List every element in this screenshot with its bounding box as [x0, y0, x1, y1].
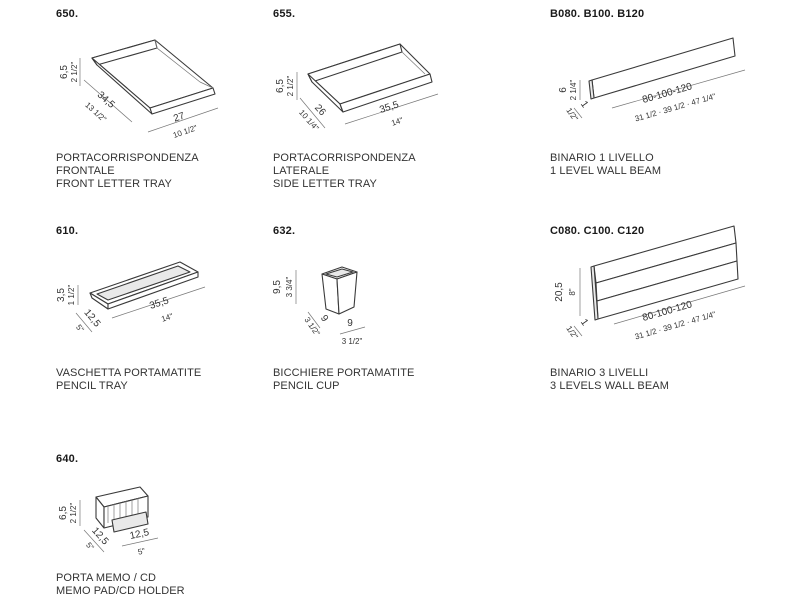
dim-line-width — [613, 285, 746, 325]
pencil-cup-opening — [325, 268, 354, 278]
dim-line-width — [147, 107, 219, 133]
caption-650: PORTACORRISPONDENZA FRONTALE FRONT LETTE… — [56, 152, 199, 191]
tray-650-inner-edge — [154, 39, 201, 83]
dim-height-cm: 6 — [558, 87, 569, 93]
caption-en-line: MEMO PAD/CD HOLDER — [56, 585, 185, 597]
dim-width-cm: 27 — [172, 110, 187, 124]
dim-line-depth — [83, 529, 105, 553]
dim-depth-in: 1/2" — [564, 106, 579, 123]
product-code-650: 650. — [56, 8, 79, 20]
product-code-655: 655. — [273, 8, 296, 20]
dim-line-width — [121, 537, 159, 547]
dim-height-cm: 6,5 — [59, 65, 70, 79]
memo-holder-pad — [111, 511, 149, 533]
wall-beam-1-level-drawing: 6 2 1/4" 1 1/2" 80-100-120 31 1/2 · 39 1… — [558, 37, 746, 123]
caption-632: BICCHIERE PORTAMATITE PENCIL CUP — [273, 367, 414, 393]
dim-line-width — [339, 326, 366, 335]
caption-it-line: BICCHIERE PORTAMATITE — [273, 367, 415, 379]
dim-line-depth — [75, 312, 93, 333]
dim-depth-in: 5" — [74, 323, 86, 334]
pencil-cup-drawing: 9,5 3 3/4" 9 3 1/2" 9 3 1/2" — [272, 266, 366, 346]
caption-en-line: SIDE LETTER TRAY — [273, 178, 377, 190]
dim-line-width — [344, 93, 439, 125]
dim-line-depth — [83, 79, 133, 123]
product-code-610: 610. — [56, 225, 79, 237]
dim-height-in: 8" — [568, 288, 577, 295]
caption-640: PORTA MEMO / CD MEMO PAD/CD HOLDER — [56, 572, 185, 598]
caption-en-line: PENCIL TRAY — [56, 380, 128, 392]
product-code-b-series: B080. B100. B120 — [550, 8, 645, 20]
wall-beam-3-levels-drawing: 20,5 8" 1 1/2" 80-100-120 31 1/2 · 39 1/… — [554, 225, 746, 341]
dim-line-depth — [573, 325, 583, 337]
dim-line-depth — [307, 311, 321, 329]
dim-height-in: 2 1/2" — [69, 503, 78, 524]
dim-width-in: 5" — [137, 546, 146, 556]
caption-it-line: LATERALE — [273, 165, 330, 177]
product-code-c-series: C080. C100. C120 — [550, 225, 645, 237]
dim-height-in: 2 1/2" — [286, 76, 295, 97]
pencil-tray-drawing: 3,5 1 1/2" 12,5 5" 35,5 14" — [56, 261, 206, 334]
pencil-cup-front-face — [336, 271, 358, 315]
tray-655-inner-edge — [401, 51, 426, 75]
memo-cd-holder-drawing: 6,5 2 1/2" 12,5 5" 12,5 5" — [58, 486, 159, 557]
caption-655: PORTACORRISPONDENZA LATERALE SIDE LETTER… — [273, 152, 416, 191]
dim-line-depth — [299, 97, 326, 129]
dim-depth-cm: 9 — [318, 313, 330, 324]
dim-height-in: 3 3/4" — [285, 277, 294, 298]
dim-width-cm: 12,5 — [129, 527, 151, 542]
dim-height-cm: 6,5 — [58, 506, 69, 520]
dim-height-cm: 6,5 — [275, 79, 286, 93]
caption-c-series: BINARIO 3 LIVELLI 3 LEVELS WALL BEAM — [550, 367, 669, 393]
dim-depth-in: 5" — [84, 541, 96, 553]
dim-depth-cm: 26 — [312, 103, 328, 119]
pencil-cup-left-face — [321, 273, 340, 315]
caption-it-line: PORTACORRISPONDENZA — [273, 152, 416, 164]
product-code-640: 640. — [56, 453, 79, 465]
product-code-632: 632. — [273, 225, 296, 237]
caption-en-line: FRONT LETTER TRAY — [56, 178, 172, 190]
dim-height-in: 2 1/4" — [569, 80, 578, 101]
dim-height-cm: 3,5 — [56, 288, 67, 302]
tray-655-front-lip — [339, 73, 433, 113]
side-letter-tray-drawing: 6,5 2 1/2" 26 10 1/4" 35,5 14" — [275, 43, 439, 133]
caption-en-line: 1 LEVEL WALL BEAM — [550, 165, 662, 177]
beam-1-side-face — [588, 79, 595, 100]
caption-it-line: PORTA MEMO / CD — [56, 572, 157, 584]
dim-depth-cm: 1 — [578, 99, 590, 110]
dim-height-in: 2 1/2" — [70, 62, 79, 83]
dim-width-cm: 35,5 — [378, 99, 400, 116]
caption-it-line: BINARIO 3 LIVELLI — [550, 367, 649, 379]
dim-line-width — [111, 286, 206, 319]
caption-it-line: PORTACORRISPONDENZA — [56, 152, 199, 164]
dim-width-in: 10 1/2" — [172, 123, 199, 140]
pencil-tray-cavity — [96, 265, 191, 301]
caption-b-series: BINARIO 1 LIVELLO 1 LEVEL WALL BEAM — [550, 152, 661, 178]
dim-width-cm: 35,5 — [148, 295, 170, 312]
dim-height-cm: 9,5 — [272, 280, 283, 294]
dim-width-in: 14" — [390, 115, 404, 127]
dim-line-width — [611, 69, 746, 109]
caption-en-line: 3 LEVELS WALL BEAM — [550, 380, 669, 392]
dim-height-cm: 20,5 — [554, 282, 565, 302]
dim-width-cm: 9 — [347, 318, 353, 329]
caption-it-line: VASCHETTA PORTAMATITE — [56, 367, 202, 379]
dim-width-in: 14" — [160, 311, 174, 323]
caption-it-line: FRONTALE — [56, 165, 115, 177]
dim-depth-cm: 1 — [578, 317, 590, 328]
dim-depth-in: 1/2" — [564, 324, 579, 341]
caption-610: VASCHETTA PORTAMATITE PENCIL TRAY — [56, 367, 201, 393]
pencil-tray-front-wall — [107, 271, 199, 310]
front-letter-tray-drawing: 6,5 2 1/2" 34,5 13 1/2" 27 10 1/2" — [59, 39, 219, 140]
dim-height-in: 1 1/2" — [67, 285, 76, 306]
dim-line-depth — [573, 107, 583, 119]
beam-3-side-face — [590, 265, 599, 321]
dim-width-in: 3 1/2" — [342, 337, 363, 346]
caption-en-line: PENCIL CUP — [273, 380, 340, 392]
tray-650-front-lip — [149, 87, 216, 115]
tray-650-inner-edge — [199, 81, 214, 89]
caption-it-line: BINARIO 1 LIVELLO — [550, 152, 654, 164]
